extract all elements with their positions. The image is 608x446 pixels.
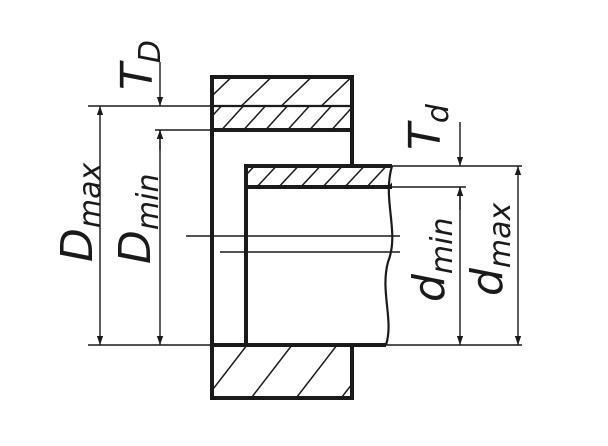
- svg-text:Dmax: Dmax: [52, 163, 108, 262]
- label-t-shaft-main: T: [400, 120, 451, 150]
- svg-text:Dmin: Dmin: [110, 174, 166, 264]
- label-d-hole-min: Dmin: [110, 174, 166, 264]
- label-d-hole-min-main: D: [110, 230, 161, 264]
- label-d-hole-max-main: D: [52, 228, 103, 262]
- label-t-hole: TD: [112, 40, 168, 90]
- svg-text:Td: Td: [400, 103, 456, 150]
- svg-text:TD: TD: [112, 40, 168, 90]
- dimension-lines: [96, 62, 522, 345]
- label-d-hole-min-sub: min: [131, 174, 166, 231]
- label-d-shaft-min: dmin: [404, 217, 460, 302]
- label-d-shaft-max: dmax: [462, 202, 518, 296]
- hole-top-wall-outline: [210, 75, 354, 132]
- svg-text:dmin: dmin: [404, 217, 460, 302]
- label-d-hole-max-sub: max: [73, 163, 108, 229]
- svg-text:dmax: dmax: [462, 202, 518, 296]
- label-d-hole-max: Dmax: [52, 163, 108, 262]
- label-t-shaft-sub: d: [421, 103, 456, 123]
- hole-part: [210, 75, 354, 400]
- label-t-hole-sub: D: [133, 40, 168, 63]
- shaft-outline: [244, 164, 392, 345]
- label-d-shaft-min-main: d: [404, 273, 455, 302]
- hole-top-wall-hatch: [212, 77, 352, 105]
- label-d-shaft-max-sub: max: [483, 202, 518, 268]
- axis-line: [186, 235, 400, 253]
- extension-lines: [88, 105, 522, 346]
- shaft-part: [244, 164, 394, 347]
- hole-tolerance-zone-hatch: [212, 107, 352, 130]
- label-t-shaft: Td: [400, 103, 456, 150]
- hole-bottom-wall-hatch: [212, 346, 352, 396]
- label-d-shaft-min-sub: min: [425, 217, 460, 274]
- label-t-hole-main: T: [112, 60, 163, 90]
- shaft-break-line: [384, 165, 394, 346]
- label-d-shaft-max-main: d: [462, 267, 513, 296]
